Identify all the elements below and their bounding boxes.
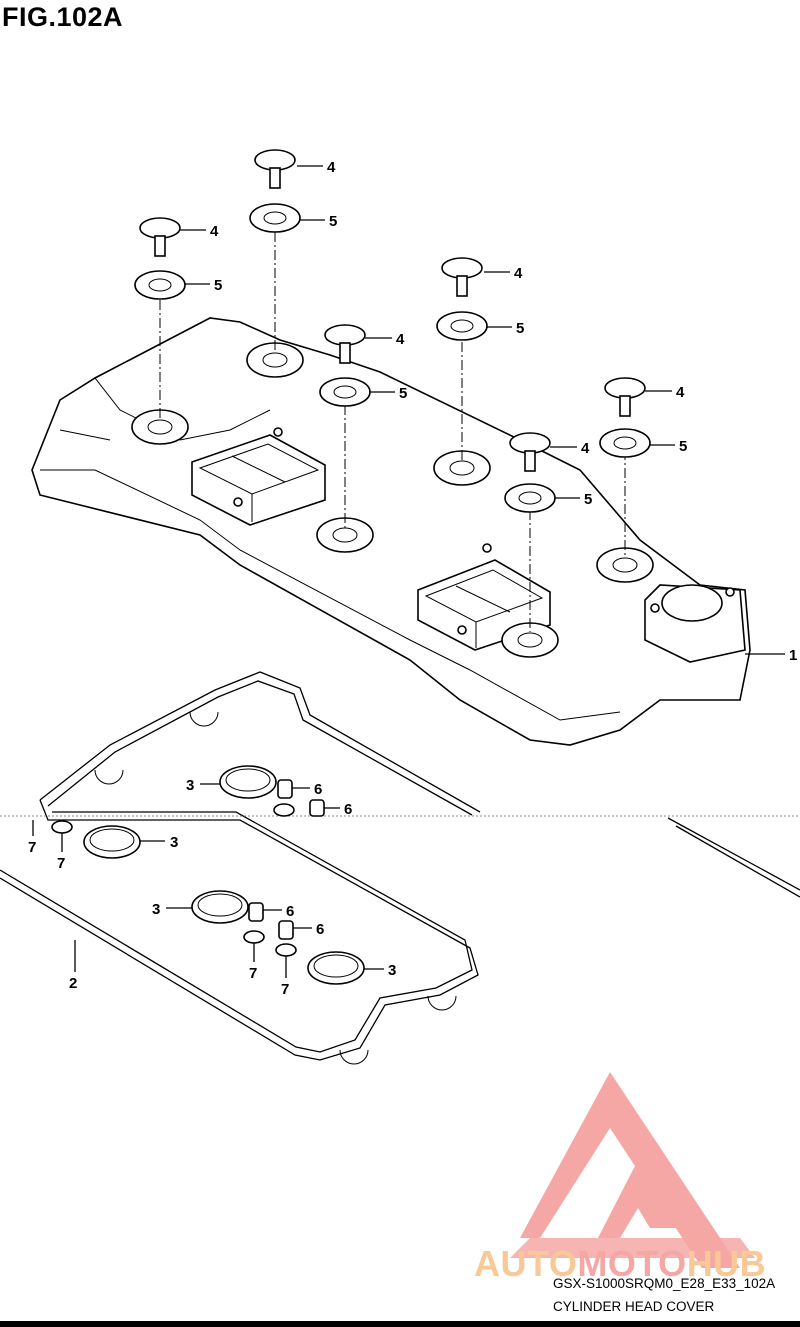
callout-1: 1: [789, 647, 797, 664]
callout-4: 4: [676, 384, 685, 401]
figure-title: FIG.102A: [2, 2, 124, 32]
callout-6: 6: [316, 921, 324, 938]
leader-lines: [32, 165, 785, 978]
callout-3: 3: [170, 834, 178, 851]
callout-4: 4: [327, 159, 336, 176]
callout-7: 7: [57, 855, 65, 872]
callout-6: 6: [286, 903, 294, 920]
logo-text-hub: HUB: [686, 1243, 767, 1284]
callout-5: 5: [214, 277, 222, 294]
callout-2: 2: [69, 975, 77, 992]
callout-3: 3: [186, 777, 194, 794]
callout-5: 5: [516, 320, 524, 337]
callout-4: 4: [581, 440, 590, 457]
automotohub-logo-text: AUTOMOTOHUB: [474, 1243, 766, 1285]
callout-4: 4: [396, 331, 405, 348]
logo-text-auto: AUTO: [474, 1243, 578, 1284]
figure-code: GSX-S1000SRQM0_E28_E33_102A: [553, 1276, 776, 1291]
callout-3: 3: [152, 901, 160, 918]
o-ring: [83, 765, 365, 985]
cylinder-head-cover-gasket: [0, 671, 800, 1065]
cylinder-head-cover: [31, 317, 751, 746]
bottom-border: [0, 1321, 800, 1327]
callout-5: 5: [399, 385, 407, 402]
callout-4: 4: [210, 223, 219, 240]
oil-seal: [51, 803, 297, 957]
callout-6: 6: [314, 781, 322, 798]
callout-labels: 4 4 5 5 4 5 4 5 4 5 4 5 1 3 6 6 3 7 7 3 …: [28, 159, 797, 998]
callout-3: 3: [388, 962, 396, 979]
callout-5: 5: [679, 438, 687, 455]
callout-5: 5: [329, 213, 337, 230]
callout-7: 7: [28, 839, 36, 856]
callout-6: 6: [344, 801, 352, 818]
figure-name: CYLINDER HEAD COVER: [553, 1299, 715, 1314]
callout-7: 7: [249, 965, 257, 982]
cover-bolt: [139, 149, 646, 472]
callout-4: 4: [514, 265, 523, 282]
automotohub-logo-mark: [510, 1072, 755, 1268]
callout-5: 5: [584, 491, 592, 508]
logo-text-moto: MOTO: [577, 1243, 687, 1284]
alignment-lines: [159, 232, 626, 632]
callout-7: 7: [281, 981, 289, 998]
